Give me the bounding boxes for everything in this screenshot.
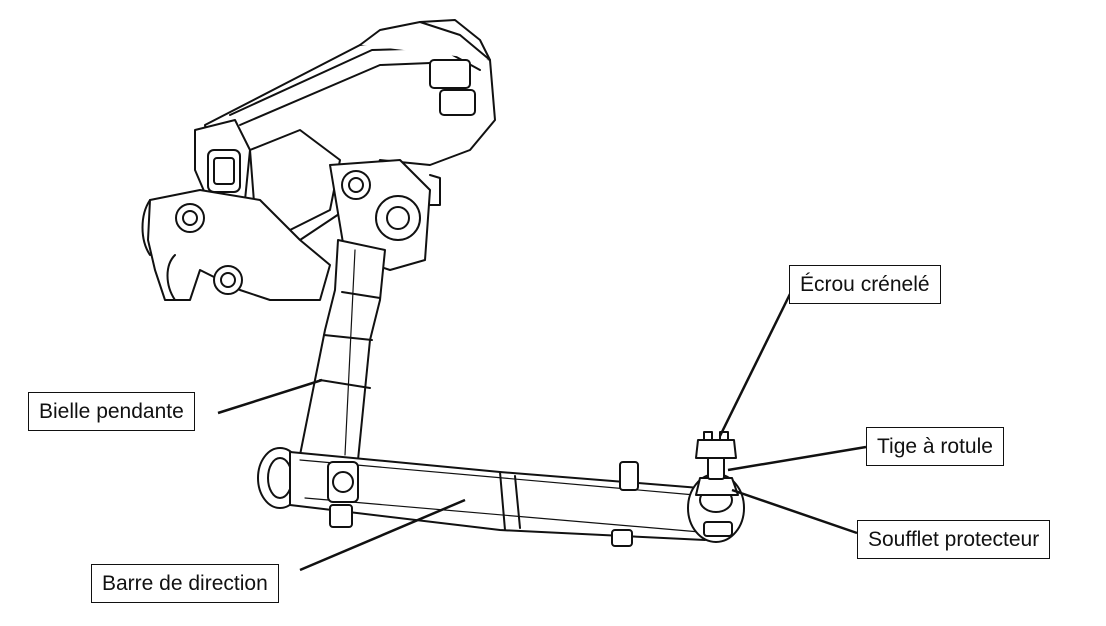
- bolt-head: [213, 265, 243, 295]
- leader-lines: [217, 293, 867, 572]
- rod-clamp: [619, 461, 639, 491]
- label-tige-a-rotule: Tige à rotule: [866, 427, 1004, 466]
- output-shaft: [375, 195, 421, 241]
- leader-bielle: [217, 378, 323, 415]
- label-barre-de-direction: Barre de direction: [91, 564, 279, 603]
- label-ecrou-crenele: Écrou crénelé: [789, 265, 941, 304]
- drag-link: [257, 431, 745, 547]
- leader-barre: [299, 498, 466, 572]
- steering-gearbox: [141, 19, 496, 301]
- bolt-head: [175, 203, 205, 233]
- label-soufflet-protecteur: Soufflet protecteur: [857, 520, 1051, 559]
- protective-boot: [695, 477, 739, 496]
- label-bielle-pendante: Bielle pendante: [28, 392, 195, 431]
- leader-soufflet: [731, 488, 858, 535]
- leader-ecrou: [718, 293, 792, 437]
- leader-tige: [727, 445, 867, 472]
- castle-nut: [695, 439, 737, 459]
- gearbox-clip: [207, 149, 241, 193]
